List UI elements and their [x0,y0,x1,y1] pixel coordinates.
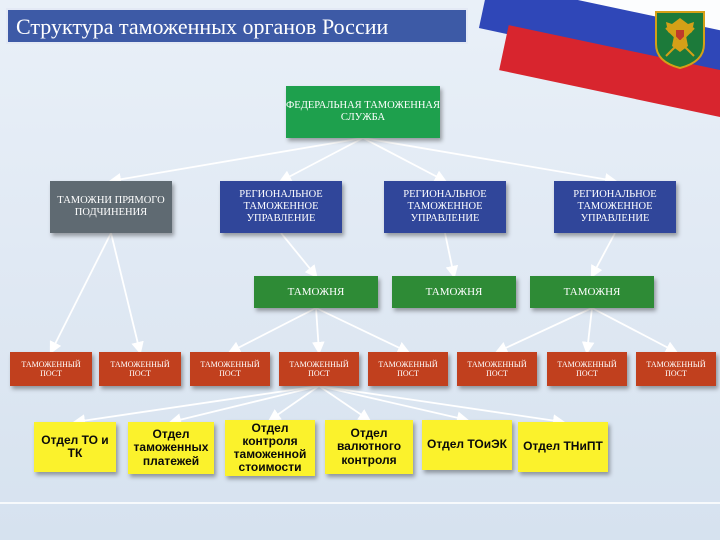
fts-box: ФЕДЕРАЛЬНАЯ ТАМОЖЕННАЯ СЛУЖБА [286,86,440,138]
customs-label-2: ТАМОЖНЯ [425,285,483,298]
department-label-5: Отдел ТОиЭК [427,437,507,452]
customs-post-4: ТАМОЖЕННЫЙ ПОСТ [279,352,359,386]
customs-post-label-7: ТАМОЖЕННЫЙ ПОСТ [557,359,617,378]
footer-divider [0,502,720,504]
connector-arrow [227,307,317,354]
customs-emblem-icon [655,11,705,70]
connector-arrow [591,307,679,354]
connector-arrow [280,232,318,278]
title-bar: Структура таможенных органов России [6,8,468,44]
customs-post-label-4: ТАМОЖЕННЫЙ ПОСТ [289,359,349,378]
connector-arrow [494,307,593,354]
connector-arrow [318,385,372,422]
customs-post-label-5: ТАМОЖЕННЫЙ ПОСТ [378,359,438,378]
direct-customs-box: ТАМОЖНИ ПРЯМОГО ПОДЧИНЕНИЯ [50,181,172,233]
customs-post-8: ТАМОЖЕННЫЙ ПОСТ [636,352,716,386]
customs-post-label-6: ТАМОЖЕННЫЙ ПОСТ [467,359,527,378]
direct-customs-label: ТАМОЖНИ ПРЯМОГО ПОДЧИНЕНИЯ [57,194,165,218]
department-label-1: Отдел ТО и ТК [41,432,109,460]
customs-post-label-3: ТАМОЖЕННЫЙ ПОСТ [200,359,260,378]
connector-arrow [267,385,320,422]
page-title: Структура таможенных органов России [16,14,389,39]
rtu-box-2: РЕГИОНАЛЬНОЕ ТАМОЖЕННОЕ УПРАВЛЕНИЕ [384,181,506,233]
department-label-2: Отдел таможенных платежей [133,427,209,468]
customs-post-7: ТАМОЖЕННЫЙ ПОСТ [547,352,627,386]
department-3: Отдел контроля таможенной стоимости [225,420,315,476]
rtu-label-2: РЕГИОНАЛЬНОЕ ТАМОЖЕННОЕ УПРАВЛЕНИЕ [403,188,487,225]
connector-arrow [581,307,595,355]
customs-box-1: ТАМОЖНЯ [254,276,378,308]
connector-arrow [315,307,411,354]
connector-arrow [318,385,470,424]
department-6: Отдел ТНиПТ [518,422,608,472]
connector-arrow [318,385,566,427]
department-label-6: Отдел ТНиПТ [523,439,603,454]
fts-label: ФЕДЕРАЛЬНАЯ ТАМОЖЕННАЯ СЛУЖБА [286,99,441,123]
department-2: Отдел таможенных платежей [128,422,214,474]
department-4: Отдел валютного контроля [325,420,413,474]
customs-box-3: ТАМОЖНЯ [530,276,654,308]
rtu-label-1: РЕГИОНАЛЬНОЕ ТАМОЖЕННОЕ УПРАВЛЕНИЕ [239,188,323,225]
customs-label-3: ТАМОЖНЯ [563,285,621,298]
department-5: Отдел ТОиЭК [422,420,512,470]
customs-label-1: ТАМОЖНЯ [287,285,345,298]
department-label-3: Отдел контроля таможенной стоимости [233,420,307,475]
customs-post-5: ТАМОЖЕННЫЙ ПОСТ [368,352,448,386]
connector-arrow [362,137,448,183]
connector-arrow [110,232,144,355]
connector-arrow [108,137,364,186]
connector-arrow [312,307,325,355]
rtu-box-3: РЕГИОНАЛЬНОЕ ТАМОЖЕННОЕ УПРАВЛЕНИЕ [554,181,676,233]
customs-box-2: ТАМОЖНЯ [392,276,516,308]
customs-post-1: ТАМОЖЕННЫЙ ПОСТ [10,352,92,386]
customs-post-6: ТАМОЖЕННЫЙ ПОСТ [457,352,537,386]
connector-arrow [168,385,320,426]
connector-arrow [362,137,618,186]
connector-arrow [590,232,616,279]
rtu-label-3: РЕГИОНАЛЬНОЕ ТАМОЖЕННОЕ УПРАВЛЕНИЕ [573,188,657,225]
connector-arrow [444,232,459,279]
department-label-4: Отдел валютного контроля [336,426,402,467]
connector-arrow [278,137,364,183]
customs-post-label-8: ТАМОЖЕННЫЙ ПОСТ [646,359,706,378]
customs-post-2: ТАМОЖЕННЫЙ ПОСТ [99,352,181,386]
rtu-box-1: РЕГИОНАЛЬНОЕ ТАМОЖЕННОЕ УПРАВЛЕНИЕ [220,181,342,233]
connector-arrow [49,232,112,355]
customs-post-3: ТАМОЖЕННЫЙ ПОСТ [190,352,270,386]
connector-arrow [72,385,320,427]
customs-post-label-1: ТАМОЖЕННЫЙ ПОСТ [21,359,81,378]
department-1: Отдел ТО и ТК [34,422,116,472]
customs-post-label-2: ТАМОЖЕННЫЙ ПОСТ [110,359,170,378]
